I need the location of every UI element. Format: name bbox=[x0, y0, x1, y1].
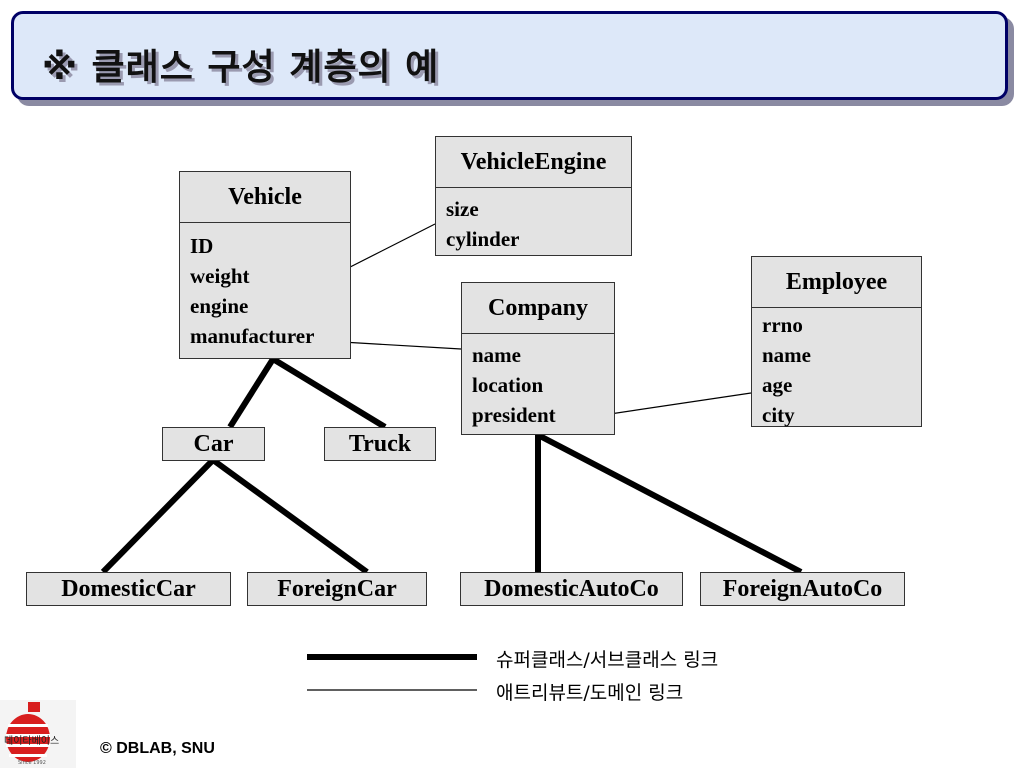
logo-since: Since 1992 bbox=[18, 760, 46, 766]
attribute: president bbox=[472, 403, 556, 427]
attribute: name bbox=[762, 343, 811, 367]
attribute: weight bbox=[190, 264, 250, 288]
attribute: ID bbox=[190, 234, 214, 258]
attr-link-manufacturer bbox=[341, 341, 462, 350]
attribute: location bbox=[472, 373, 544, 397]
class-name: Employee bbox=[752, 257, 921, 308]
class-vehicle: Vehicle ID weight engine manufacturer bbox=[179, 171, 351, 359]
attribute-list: ID weight engine manufacturer bbox=[180, 223, 350, 351]
dblab-logo: 데이타베이스 Since 1992 bbox=[0, 700, 76, 768]
attribute-list: name location president bbox=[462, 334, 614, 430]
class-name: Vehicle bbox=[180, 172, 350, 223]
class-domestic-auto-co: DomesticAutoCo bbox=[460, 572, 683, 606]
class-foreign-auto-co: ForeignAutoCo bbox=[700, 572, 905, 606]
isa-link-car bbox=[227, 357, 276, 429]
attribute: cylinder bbox=[446, 227, 520, 251]
attribute: manufacturer bbox=[190, 324, 315, 348]
class-employee: Employee rrno name age city bbox=[751, 256, 922, 427]
isa-link-domestic-car bbox=[100, 457, 216, 575]
class-truck: Truck bbox=[324, 427, 436, 461]
class-vehicle-engine: VehicleEngine size cylinder bbox=[435, 136, 632, 256]
class-name: Company bbox=[462, 283, 614, 334]
legend-attribute-label: 애트리뷰트/도메인 링크 bbox=[496, 682, 684, 704]
attribute: size bbox=[446, 197, 479, 221]
footer-copyright: © DBLAB, SNU bbox=[100, 740, 215, 757]
legend-superclass-label: 슈퍼클래스/서브클래스 링크 bbox=[496, 649, 719, 671]
attribute: engine bbox=[190, 294, 249, 318]
attr-link-president bbox=[589, 392, 752, 418]
title-banner: ※ 클래스 구성 계층의 예 bbox=[11, 11, 1008, 100]
attribute-list: size cylinder bbox=[436, 188, 631, 254]
attribute: name bbox=[472, 343, 521, 367]
isa-link-foreign-car bbox=[211, 457, 369, 575]
attribute: age bbox=[762, 373, 793, 397]
attribute-list: rrno name age city bbox=[752, 308, 921, 430]
isa-link-foreign-auto-co bbox=[536, 432, 803, 575]
page-title: ※ 클래스 구성 계층의 예 bbox=[42, 47, 440, 88]
class-car: Car bbox=[162, 427, 265, 461]
class-company: Company name location president bbox=[461, 282, 615, 435]
attribute: city bbox=[762, 403, 795, 427]
isa-link-truck bbox=[271, 356, 387, 430]
logo-text: 데이타베이스 bbox=[4, 735, 59, 747]
class-domestic-car: DomesticCar bbox=[26, 572, 231, 606]
class-name: VehicleEngine bbox=[436, 137, 631, 188]
attribute: rrno bbox=[762, 313, 803, 337]
class-foreign-car: ForeignCar bbox=[247, 572, 427, 606]
